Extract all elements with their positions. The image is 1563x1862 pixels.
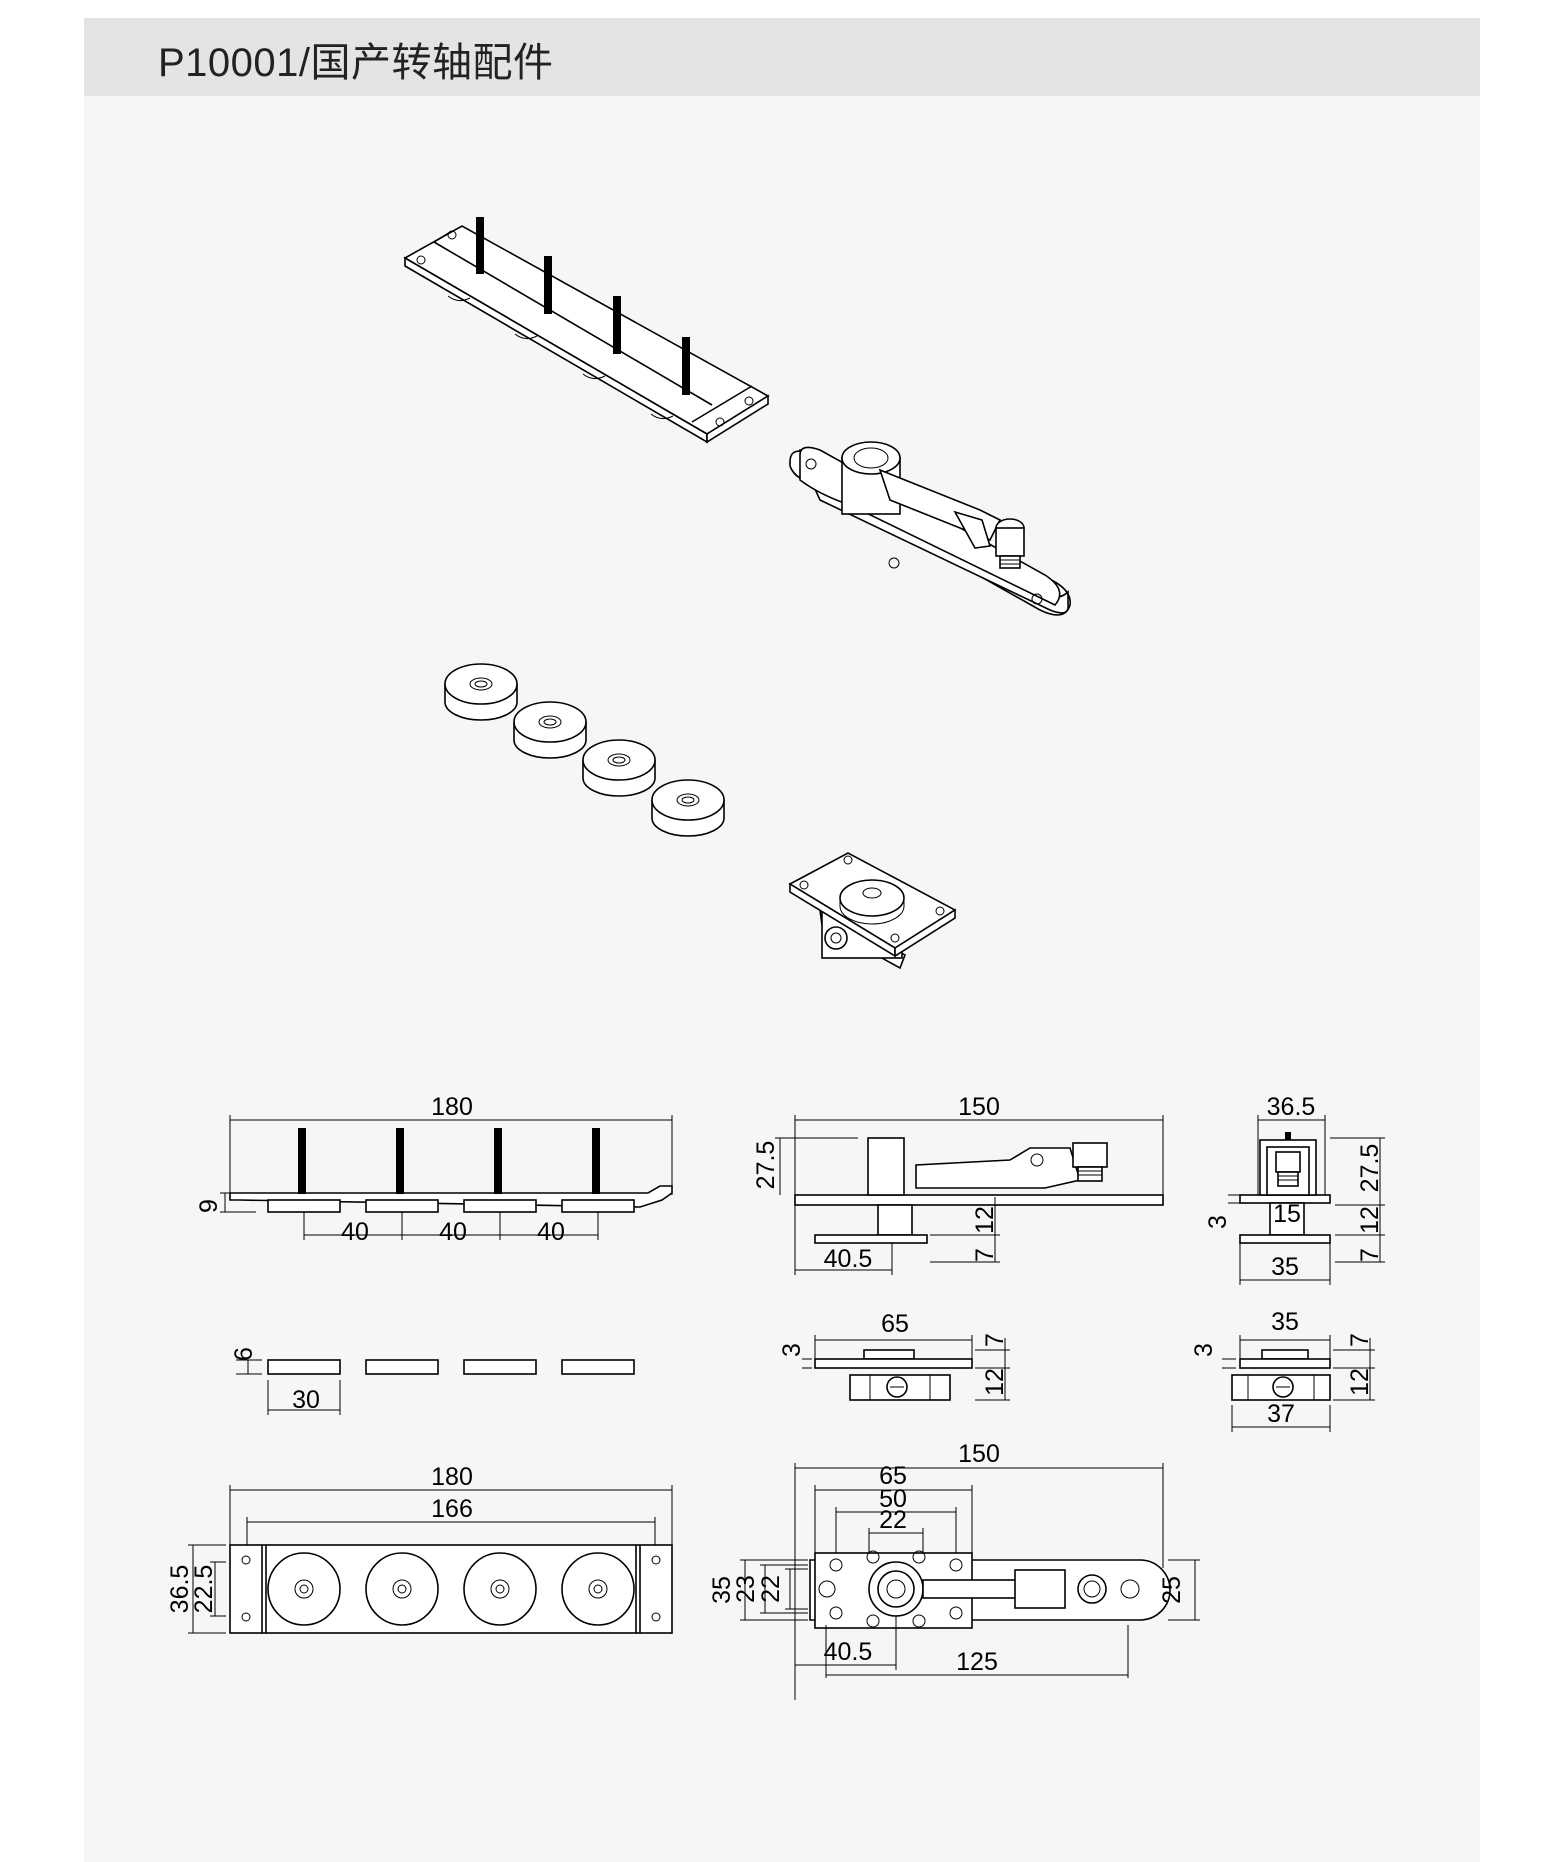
dim-plan-inner: 166 [431, 1495, 473, 1523]
dim-stud-spacing-3: 40 [537, 1218, 565, 1246]
dim-pplan-hub: 22 [879, 1506, 907, 1534]
dim-top-plate-height: 9 [195, 1199, 223, 1213]
dim-bottom-side-body: 12 [1346, 1368, 1374, 1396]
dim-pplan-w1: 35 [708, 1576, 736, 1604]
page-title: P10001/国产转轴配件 [158, 41, 554, 85]
dim-side-plate: 3 [1204, 1215, 1232, 1229]
dim-disc-thickness: 6 [230, 1347, 258, 1361]
dim-bottom-side-top: 7 [1346, 1333, 1374, 1347]
bottom-plate-side-view: 35 3 7 12 37 [1190, 1308, 1375, 1432]
iso-discs [444, 663, 725, 837]
top-plate-plan-view: 180 166 36.5 22.5 [166, 1463, 673, 1634]
dim-plan-length: 180 [431, 1463, 473, 1491]
iso-pivot-arm [789, 441, 1072, 616]
pivot-plan-view: 150 65 50 22 35 23 22 40.5 125 25 [708, 1440, 1200, 1700]
bottom-plate-front-view: 65 3 7 12 [778, 1310, 1010, 1401]
dim-side-gap: 12 [1356, 1206, 1384, 1234]
dim-bottom-body: 12 [981, 1368, 1009, 1396]
dim-pplan-arm-width: 25 [1158, 1576, 1186, 1604]
top-plate-front-view: 180 9 40 40 40 [195, 1093, 673, 1246]
dim-pplan-plate: 65 [879, 1462, 907, 1490]
dim-plan-width: 36.5 [166, 1565, 194, 1614]
dim-pplan-offset: 40.5 [824, 1638, 873, 1666]
pivot-front-view: 150 27.5 12 7 40.5 [752, 1093, 1164, 1275]
dim-pivot-offset: 40.5 [824, 1245, 873, 1273]
dim-bottom-length: 65 [881, 1310, 909, 1338]
dim-bottom-top: 7 [981, 1333, 1009, 1347]
dim-pplan-holes: 50 [879, 1485, 907, 1513]
dim-stud-spacing-1: 40 [341, 1218, 369, 1246]
dim-side-base: 7 [1356, 1248, 1384, 1262]
dim-pivot-gap: 12 [971, 1206, 999, 1234]
dim-top-plate-length: 180 [431, 1093, 473, 1121]
dim-disc-diameter: 30 [292, 1386, 320, 1414]
pivot-side-view: 36.5 27.5 15 3 12 7 35 [1204, 1093, 1385, 1285]
dim-bottom-side-width: 35 [1271, 1308, 1299, 1336]
dim-bottom-side-plate: 3 [1190, 1343, 1218, 1357]
dim-plan-inner-width: 22.5 [190, 1565, 218, 1614]
dim-bottom-plate: 3 [778, 1343, 806, 1357]
dim-side-bottom: 35 [1271, 1253, 1299, 1281]
title-bar [84, 18, 1480, 96]
dim-pivot-length: 150 [958, 1093, 1000, 1121]
dim-bottom-side-bottom: 37 [1267, 1400, 1295, 1428]
dim-side-width: 36.5 [1267, 1093, 1316, 1121]
dim-pplan-w3: 22 [757, 1575, 785, 1603]
dim-pplan-w2: 23 [732, 1575, 760, 1603]
iso-top-plate [403, 217, 770, 444]
dim-pplan-length: 150 [958, 1440, 1000, 1468]
dim-side-inner: 15 [1273, 1200, 1301, 1228]
discs-front-view: 6 30 [230, 1347, 635, 1415]
dim-pivot-height: 27.5 [752, 1141, 780, 1190]
dim-side-height: 27.5 [1356, 1144, 1384, 1193]
dim-pivot-base: 7 [971, 1248, 999, 1262]
dim-stud-spacing-2: 40 [439, 1218, 467, 1246]
iso-bottom-plate [788, 852, 957, 970]
dim-pplan-arm: 125 [956, 1648, 998, 1676]
